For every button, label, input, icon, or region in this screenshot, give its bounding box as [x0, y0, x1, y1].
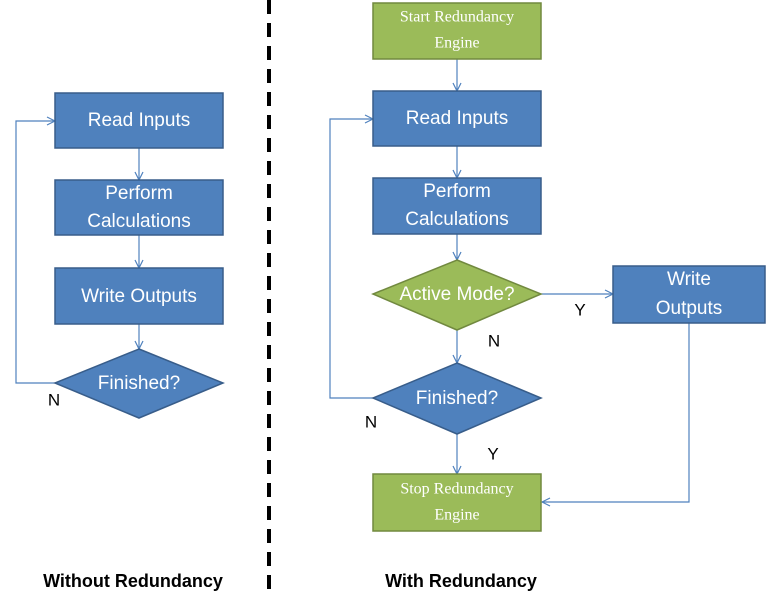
- perform-calculations-label-1: Perform: [105, 183, 173, 204]
- read-inputs-label: Read Inputs: [406, 108, 508, 129]
- perform-calculations-label-1: Perform: [423, 181, 491, 202]
- start-engine-label-2: Engine: [434, 35, 479, 52]
- caption-with-redundancy: With Redundancy: [385, 571, 537, 591]
- start-engine-label-1: Start Redundancy: [400, 9, 514, 26]
- perform-calculations-box: [372, 177, 542, 235]
- perform-calculations-label-2: Calculations: [87, 211, 191, 232]
- stop-engine-box: [372, 473, 542, 532]
- no-label: N: [48, 390, 60, 409]
- stop-engine-label-1: Stop Redundancy: [400, 481, 513, 498]
- active-mode-decision: [371, 259, 543, 331]
- write-outputs-label-2: Outputs: [656, 298, 723, 319]
- perform-calculations-box: [54, 179, 224, 236]
- finished-decision: [371, 362, 543, 435]
- finished-decision: [53, 348, 225, 419]
- read-inputs-box: [372, 90, 542, 147]
- no-finished-label: N: [365, 412, 377, 431]
- write-outputs-box: [612, 265, 766, 324]
- read-inputs-label: Read Inputs: [88, 110, 190, 131]
- write-to-stop-connector: [542, 323, 690, 502]
- caption-without-redundancy: Without Redundancy: [43, 571, 223, 591]
- write-outputs-label-1: Write: [667, 269, 711, 290]
- write-outputs-label: Write Outputs: [81, 286, 197, 307]
- yes-finished-label: Y: [487, 444, 498, 463]
- write-outputs-box: [54, 267, 224, 325]
- start-engine-box: [372, 2, 542, 60]
- no-active-label: N: [488, 331, 500, 350]
- stop-engine-label-2: Engine: [434, 507, 479, 524]
- finished-label: Finished?: [98, 373, 180, 394]
- read-inputs-box: [54, 92, 224, 149]
- right-flowchart: Start Redundancy Engine Read Inputs Perf…: [329, 2, 766, 591]
- loop-back-connector: [329, 119, 373, 399]
- yes-active-label: Y: [574, 300, 585, 319]
- loop-back-connector: [15, 121, 55, 384]
- active-mode-label: Active Mode?: [399, 284, 514, 305]
- perform-calculations-label-2: Calculations: [405, 209, 509, 230]
- finished-label: Finished?: [416, 388, 498, 409]
- left-flowchart: Read Inputs Perform Calculations Write O…: [15, 92, 225, 591]
